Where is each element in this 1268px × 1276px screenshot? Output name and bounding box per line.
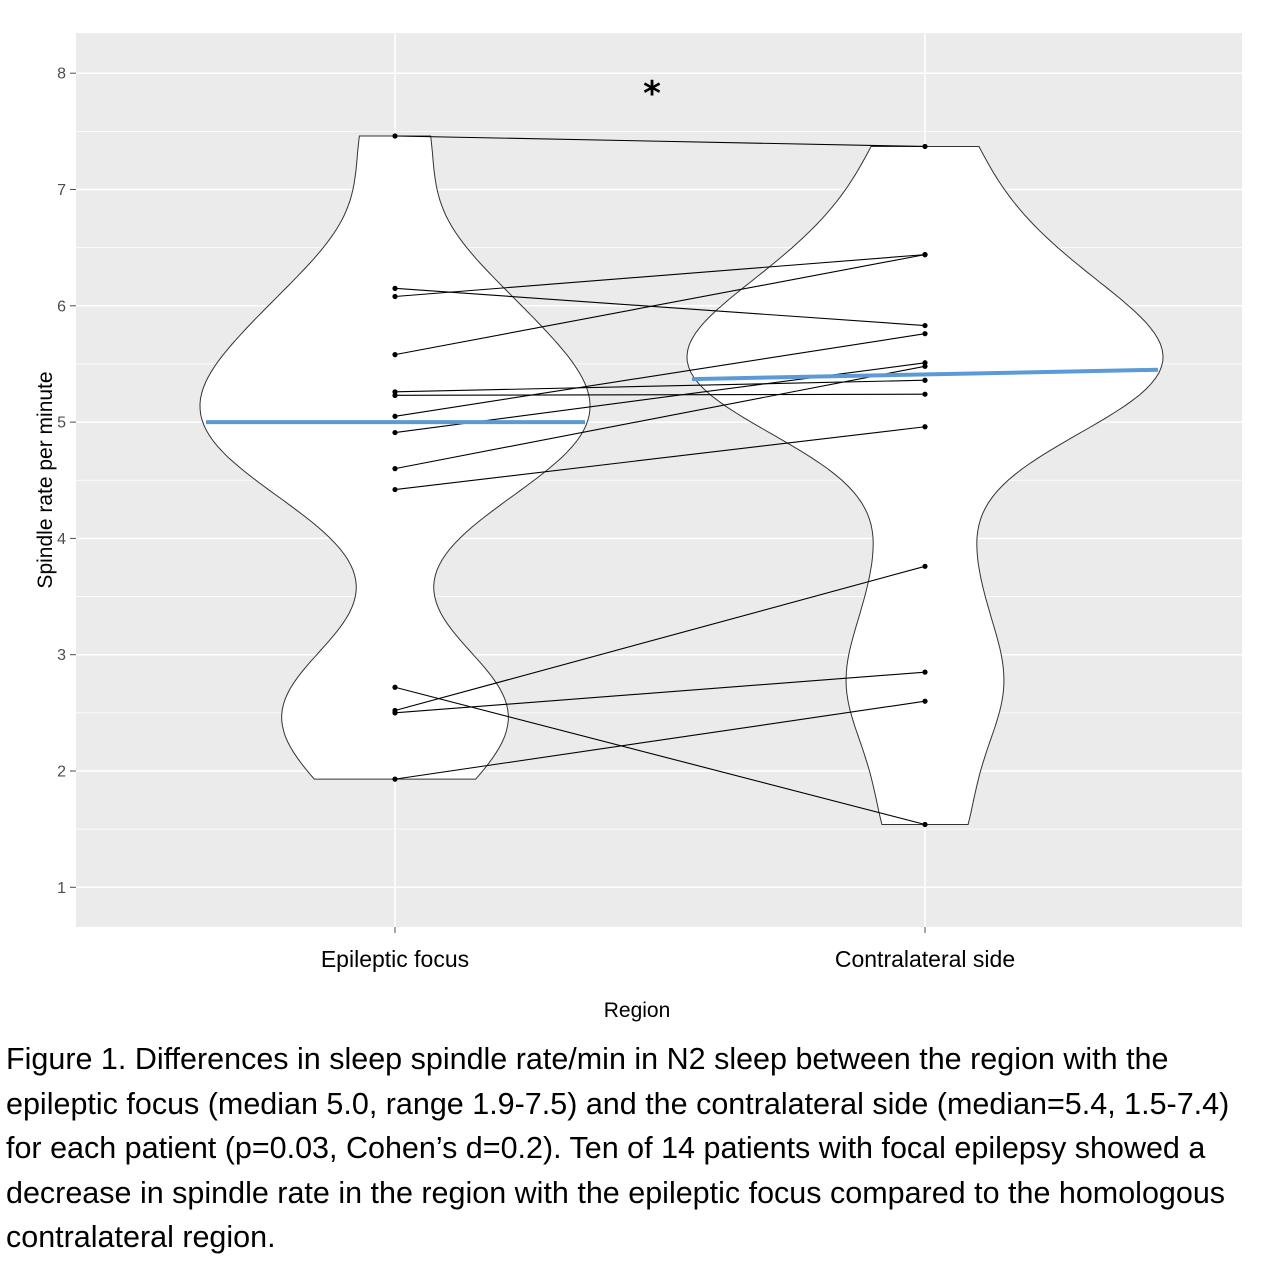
x-axis-title: Region [604, 999, 671, 1022]
patient-line [394, 686, 926, 826]
patient-line [394, 135, 926, 148]
y-axis-ticks: 1 2 3 4 5 6 7 8 [57, 66, 76, 897]
data-point [392, 293, 398, 300]
y-tick-label: 1 [57, 880, 66, 897]
data-point [922, 322, 928, 329]
patient-line [394, 333, 926, 417]
data-point [922, 377, 928, 383]
y-tick-label: 4 [57, 531, 66, 548]
patient-line [394, 254, 926, 356]
median-lines [206, 367, 1159, 425]
data-point [392, 466, 398, 472]
x-tick-label: Epileptic focus [321, 946, 469, 972]
data-point [922, 669, 928, 675]
data-point [392, 684, 398, 690]
y-tick-label: 7 [57, 182, 66, 199]
y-axis-title: Spindle rate per minute [34, 371, 57, 588]
patient-line [394, 426, 926, 491]
data-points [392, 133, 928, 828]
data-point [922, 563, 928, 569]
data-point [922, 331, 928, 337]
median-line-contralateral-side [691, 367, 1159, 382]
x-tick-label: Contralateral side [835, 946, 1015, 972]
y-tick-label: 6 [57, 298, 66, 315]
data-point [392, 285, 398, 291]
y-tick-label: 3 [57, 647, 66, 664]
patient-line [394, 254, 926, 298]
paired-lines [394, 135, 926, 826]
patient-line [394, 365, 926, 470]
violins [199, 135, 1164, 825]
violin-contralateral-side [686, 146, 1164, 825]
data-point [922, 143, 928, 150]
data-point [392, 776, 398, 782]
patient-line [394, 287, 926, 327]
data-point [392, 429, 398, 436]
data-point [922, 821, 928, 828]
data-point [392, 352, 398, 358]
data-point [922, 252, 928, 258]
data-point [392, 710, 398, 716]
data-point [392, 392, 398, 398]
violin-chart: 1 2 3 4 5 6 7 8 Epileptic focus Contralateral si… [34, 33, 1242, 1022]
y-tick-label: 8 [57, 66, 66, 83]
y-tick-label: 5 [57, 415, 66, 432]
data-point [922, 424, 928, 430]
x-axis-ticks: Epileptic focus Contralateral side [321, 927, 1015, 972]
violin-epileptic-focus [199, 135, 591, 780]
data-point [392, 486, 398, 493]
patient-line [394, 379, 926, 393]
significance-marker: * [643, 74, 661, 114]
data-point [392, 133, 398, 139]
data-point [922, 391, 928, 397]
patient-line [394, 700, 926, 780]
data-point [922, 363, 928, 369]
figure-caption: Figure 1. Differences in sleep spindle r… [6, 1042, 1230, 1254]
patient-line [394, 565, 926, 712]
patient-line [394, 671, 926, 714]
data-point [392, 413, 398, 419]
y-tick-label: 2 [57, 764, 66, 781]
data-point [922, 698, 928, 704]
patient-line [394, 393, 926, 396]
